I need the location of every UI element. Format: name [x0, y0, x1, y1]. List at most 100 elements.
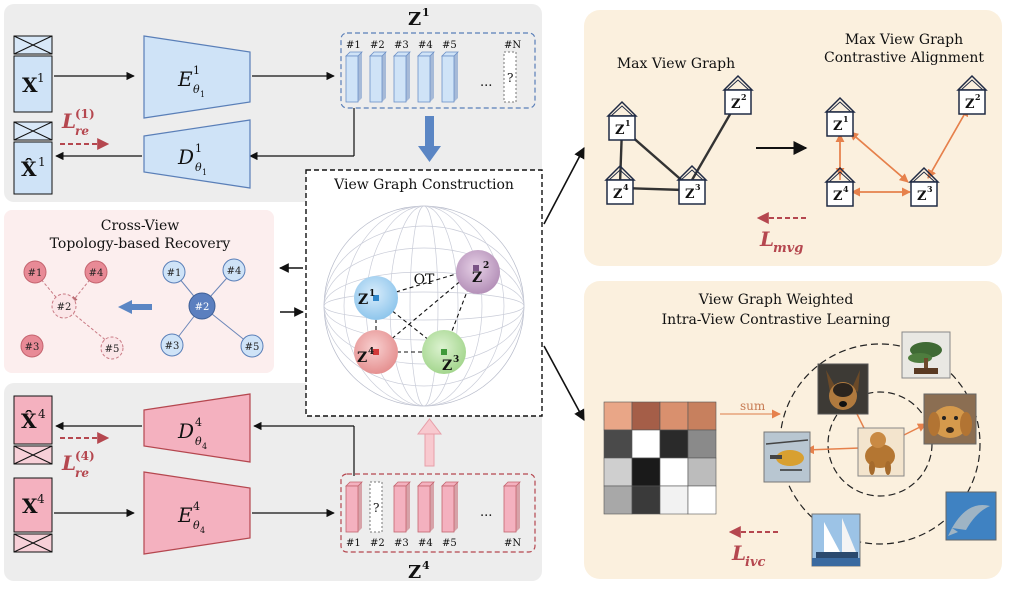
- graph-node-label: #4: [227, 266, 242, 277]
- slot-label: #2: [370, 538, 385, 549]
- matrix-cell: [687, 485, 717, 515]
- image-dolphin: [945, 491, 997, 541]
- view-node-sup: 4: [623, 182, 629, 192]
- matrix-cell: [603, 457, 633, 487]
- recovery-left-arrow: [118, 300, 152, 314]
- matrix-cell: [631, 457, 661, 487]
- alignment-title-line1: Max View Graph: [845, 32, 963, 48]
- graph-node-label: #2: [195, 302, 210, 313]
- view-node-sup: 4: [843, 184, 849, 194]
- graph-node-label: #1: [167, 268, 182, 279]
- slot-ellipsis: ...: [480, 75, 492, 90]
- loss-ivc-sub: ivc: [745, 555, 765, 570]
- cluster-4-sup: 4: [368, 347, 374, 357]
- encoder-4-subsub: 4: [200, 526, 205, 535]
- view-node-sup: 1: [625, 118, 631, 128]
- graph-node-label: #3: [165, 341, 180, 352]
- cluster-2-sup: 2: [483, 261, 489, 271]
- view-node-sup: 1: [843, 114, 849, 124]
- view-node-label: Z: [685, 187, 695, 202]
- bottom-view-autoencoder: X̂ 4 L re (4) D 4 θ 4 X 4: [13, 393, 536, 583]
- view-node-sup: 2: [975, 92, 981, 102]
- loss-re-1: L re (1): [60, 107, 110, 150]
- input-x1-sup: 1: [37, 71, 45, 85]
- graph-node: #4: [84, 260, 108, 284]
- sum-label: sum: [740, 399, 766, 413]
- graph-node: #4: [222, 258, 246, 282]
- graph-node: #1: [23, 260, 47, 284]
- latent-slot: #3: [393, 40, 411, 103]
- view-node-label: Z: [613, 187, 623, 202]
- matrix-cell: [603, 485, 633, 515]
- image-helicopter: [763, 431, 811, 483]
- recovery-title-line1: Cross-View: [101, 218, 180, 234]
- latent-z1-slots: #1#2#3#4#5?#N...: [345, 40, 521, 103]
- loss-re-4-label: L: [61, 451, 76, 475]
- matrix-cell: [603, 401, 633, 431]
- cluster-1-sup: 1: [369, 289, 375, 299]
- top-view-autoencoder: X 1 E 1 θ 1 Z 1 #1#2#3#4#5?#N... D 1 θ 1: [13, 6, 536, 195]
- slot-label: #4: [418, 40, 433, 51]
- input-x4-label: X: [22, 494, 38, 518]
- recon-x1-sup: 1: [38, 155, 46, 169]
- max-view-graph-title: Max View Graph: [617, 56, 735, 72]
- matrix-cell: [687, 457, 717, 487]
- image-dog-golden: [923, 393, 977, 445]
- missing-mark: ?: [373, 501, 379, 515]
- view-node-label: Z: [833, 189, 843, 204]
- decoder-4-label: D: [177, 419, 194, 443]
- recovery-title-line2: Topology-based Recovery: [50, 236, 231, 252]
- bottom-view-panel: [4, 383, 542, 581]
- image-bonsai: [901, 331, 951, 379]
- latent-slot: #5: [441, 481, 459, 549]
- decoder-4: D 4 θ 4: [143, 393, 251, 463]
- cluster-3-sup: 3: [453, 355, 459, 365]
- loss-re-1-sup: (1): [75, 107, 95, 121]
- similarity-matrix: [603, 401, 717, 515]
- encoder-1-subsub: 1: [200, 90, 205, 99]
- latent-z1-label: Z: [408, 9, 421, 30]
- input-x4-block: X 4: [13, 477, 53, 553]
- decoder-4-subsub: 4: [202, 442, 207, 451]
- pink-up-arrow: [416, 418, 443, 467]
- missing-mark: ?: [507, 71, 513, 85]
- view-node-label: Z: [917, 189, 927, 204]
- matrix-cell: [659, 457, 689, 487]
- recovery-panel: [4, 210, 274, 373]
- slot-label: #1: [346, 40, 361, 51]
- latent-slot: #3: [393, 481, 411, 549]
- decoder-1-sup: 1: [195, 142, 202, 155]
- latent-z4-label: Z: [408, 562, 421, 583]
- matrix-cell: [659, 429, 689, 459]
- view-graph-construction: View Graph Construction: [305, 169, 543, 417]
- graph-node-label: #3: [25, 342, 40, 353]
- latent-z1-box: [340, 32, 536, 109]
- encoder-4-sub: θ: [193, 519, 200, 532]
- view-node-label: Z: [965, 97, 975, 112]
- intra-view-title-line1: View Graph Weighted: [698, 292, 854, 308]
- slot-label: #2: [370, 40, 385, 51]
- encoder-4-sup: 4: [193, 500, 200, 513]
- matrix-cell: [631, 485, 661, 515]
- view-node-sup: 2: [741, 92, 747, 102]
- encoder-1-sup: 1: [193, 64, 200, 77]
- slot-label: #3: [394, 40, 409, 51]
- cluster-1-label: Z: [358, 292, 368, 308]
- loss-ivc-label: L: [731, 541, 746, 565]
- slot-label: #3: [394, 538, 409, 549]
- graph-node-label: #2: [57, 302, 72, 313]
- slot-label: #1: [346, 538, 361, 549]
- construction-title: View Graph Construction: [333, 177, 514, 193]
- loss-re-4-sub: re: [75, 466, 89, 480]
- graph-node: #2: [188, 292, 216, 320]
- encoder-1-label: E: [177, 67, 193, 91]
- latent-z1-sup: 1: [422, 6, 430, 19]
- graph-node-label: #5: [245, 342, 260, 353]
- ot-label: OT: [414, 272, 435, 288]
- view-node-label: Z: [615, 123, 625, 138]
